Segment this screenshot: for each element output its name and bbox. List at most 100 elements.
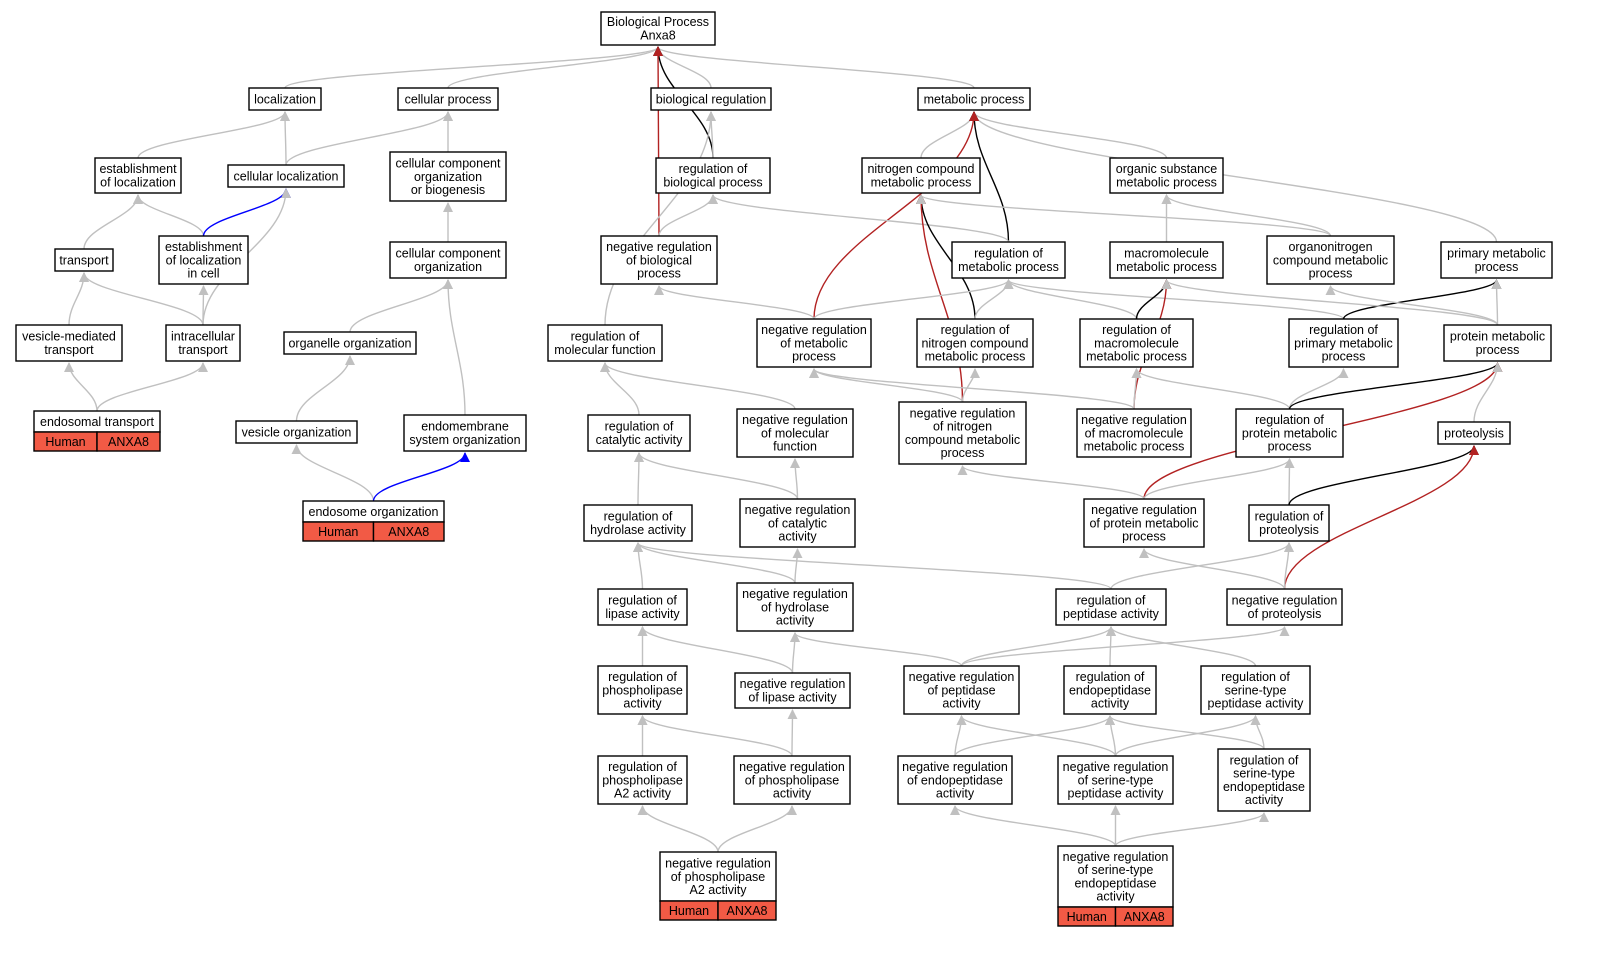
edges-layer: [64, 46, 1503, 853]
go-term-label: negative regulation: [742, 587, 848, 601]
go-term-label: proteolysis: [1444, 426, 1504, 440]
species-label: Human: [318, 525, 358, 539]
edge-eolc-to-eol: [133, 194, 205, 237]
edge-pmp-to-mp: [969, 111, 1498, 243]
go-term-label: activity: [776, 614, 815, 628]
go-term-label: regulation of: [1230, 754, 1299, 768]
edge-it-to-tr: [79, 272, 204, 326]
go-term-label: regulation of: [1255, 510, 1324, 524]
go-term-label: process: [1475, 260, 1519, 274]
go-term-cp[interactable]: cellular process: [397, 87, 499, 111]
go-term-label: activity: [1096, 890, 1135, 904]
go-term-label: metabolic process: [925, 350, 1026, 364]
go-term-label: process: [941, 446, 985, 460]
go-term-label: negative regulation: [745, 503, 851, 517]
edge-et-to-vmt: [64, 362, 98, 412]
go-term-rstea[interactable]: regulation ofserine-typeendopeptidaseact…: [1217, 748, 1311, 812]
go-term-label: negative regulation: [1081, 413, 1187, 427]
go-term-br[interactable]: biological regulation: [650, 87, 772, 111]
go-term-label: protein metabolic: [1450, 330, 1545, 344]
go-term-label: transport: [178, 343, 228, 357]
go-term-oo[interactable]: organelle organization: [283, 331, 417, 355]
go-term-vo[interactable]: vesicle organization: [235, 420, 358, 444]
edge-nrbp-to-rbp: [658, 194, 718, 237]
edge-nrca-to-rca: [634, 452, 799, 500]
go-term-label: of endopeptidase: [907, 773, 1003, 787]
edge-nrpla-to-rpla: [637, 715, 793, 757]
go-term-label: negative regulation: [1063, 760, 1169, 774]
go-term-label: negative regulation: [1091, 503, 1197, 517]
go-term-label: primary metabolic: [1447, 247, 1546, 261]
go-term-label: regulation of: [1077, 594, 1146, 608]
go-term-mp[interactable]: metabolic process: [917, 87, 1031, 111]
go-term-label: endopeptidase: [1074, 876, 1156, 890]
go-term-label: of phospholipase: [745, 773, 840, 787]
go-term-label: intracellular: [171, 330, 235, 344]
edge-nrprot-to-rprot: [1283, 542, 1294, 590]
species-label: Human: [45, 435, 85, 449]
go-term-loc[interactable]: localization: [248, 87, 322, 111]
edge-osmp-to-mp: [969, 111, 1168, 159]
edge-nrstea-to-nrea: [950, 805, 1117, 847]
go-term-label: proteolysis: [1259, 523, 1319, 537]
edge-rncmp-to-rmp: [974, 279, 1014, 320]
go-term-tr[interactable]: transport: [54, 248, 114, 272]
go-term-label: regulation of: [1255, 413, 1324, 427]
edge-nrprot-to-prot: [1283, 445, 1479, 590]
edge-eol-to-loc: [137, 111, 290, 159]
go-term-prot[interactable]: proteolysis: [1437, 421, 1511, 445]
edge-nrprmp-to-rprmp: [1143, 458, 1295, 500]
go-term-label: activity: [936, 787, 975, 801]
go-term-cl[interactable]: cellular localization: [227, 164, 345, 188]
